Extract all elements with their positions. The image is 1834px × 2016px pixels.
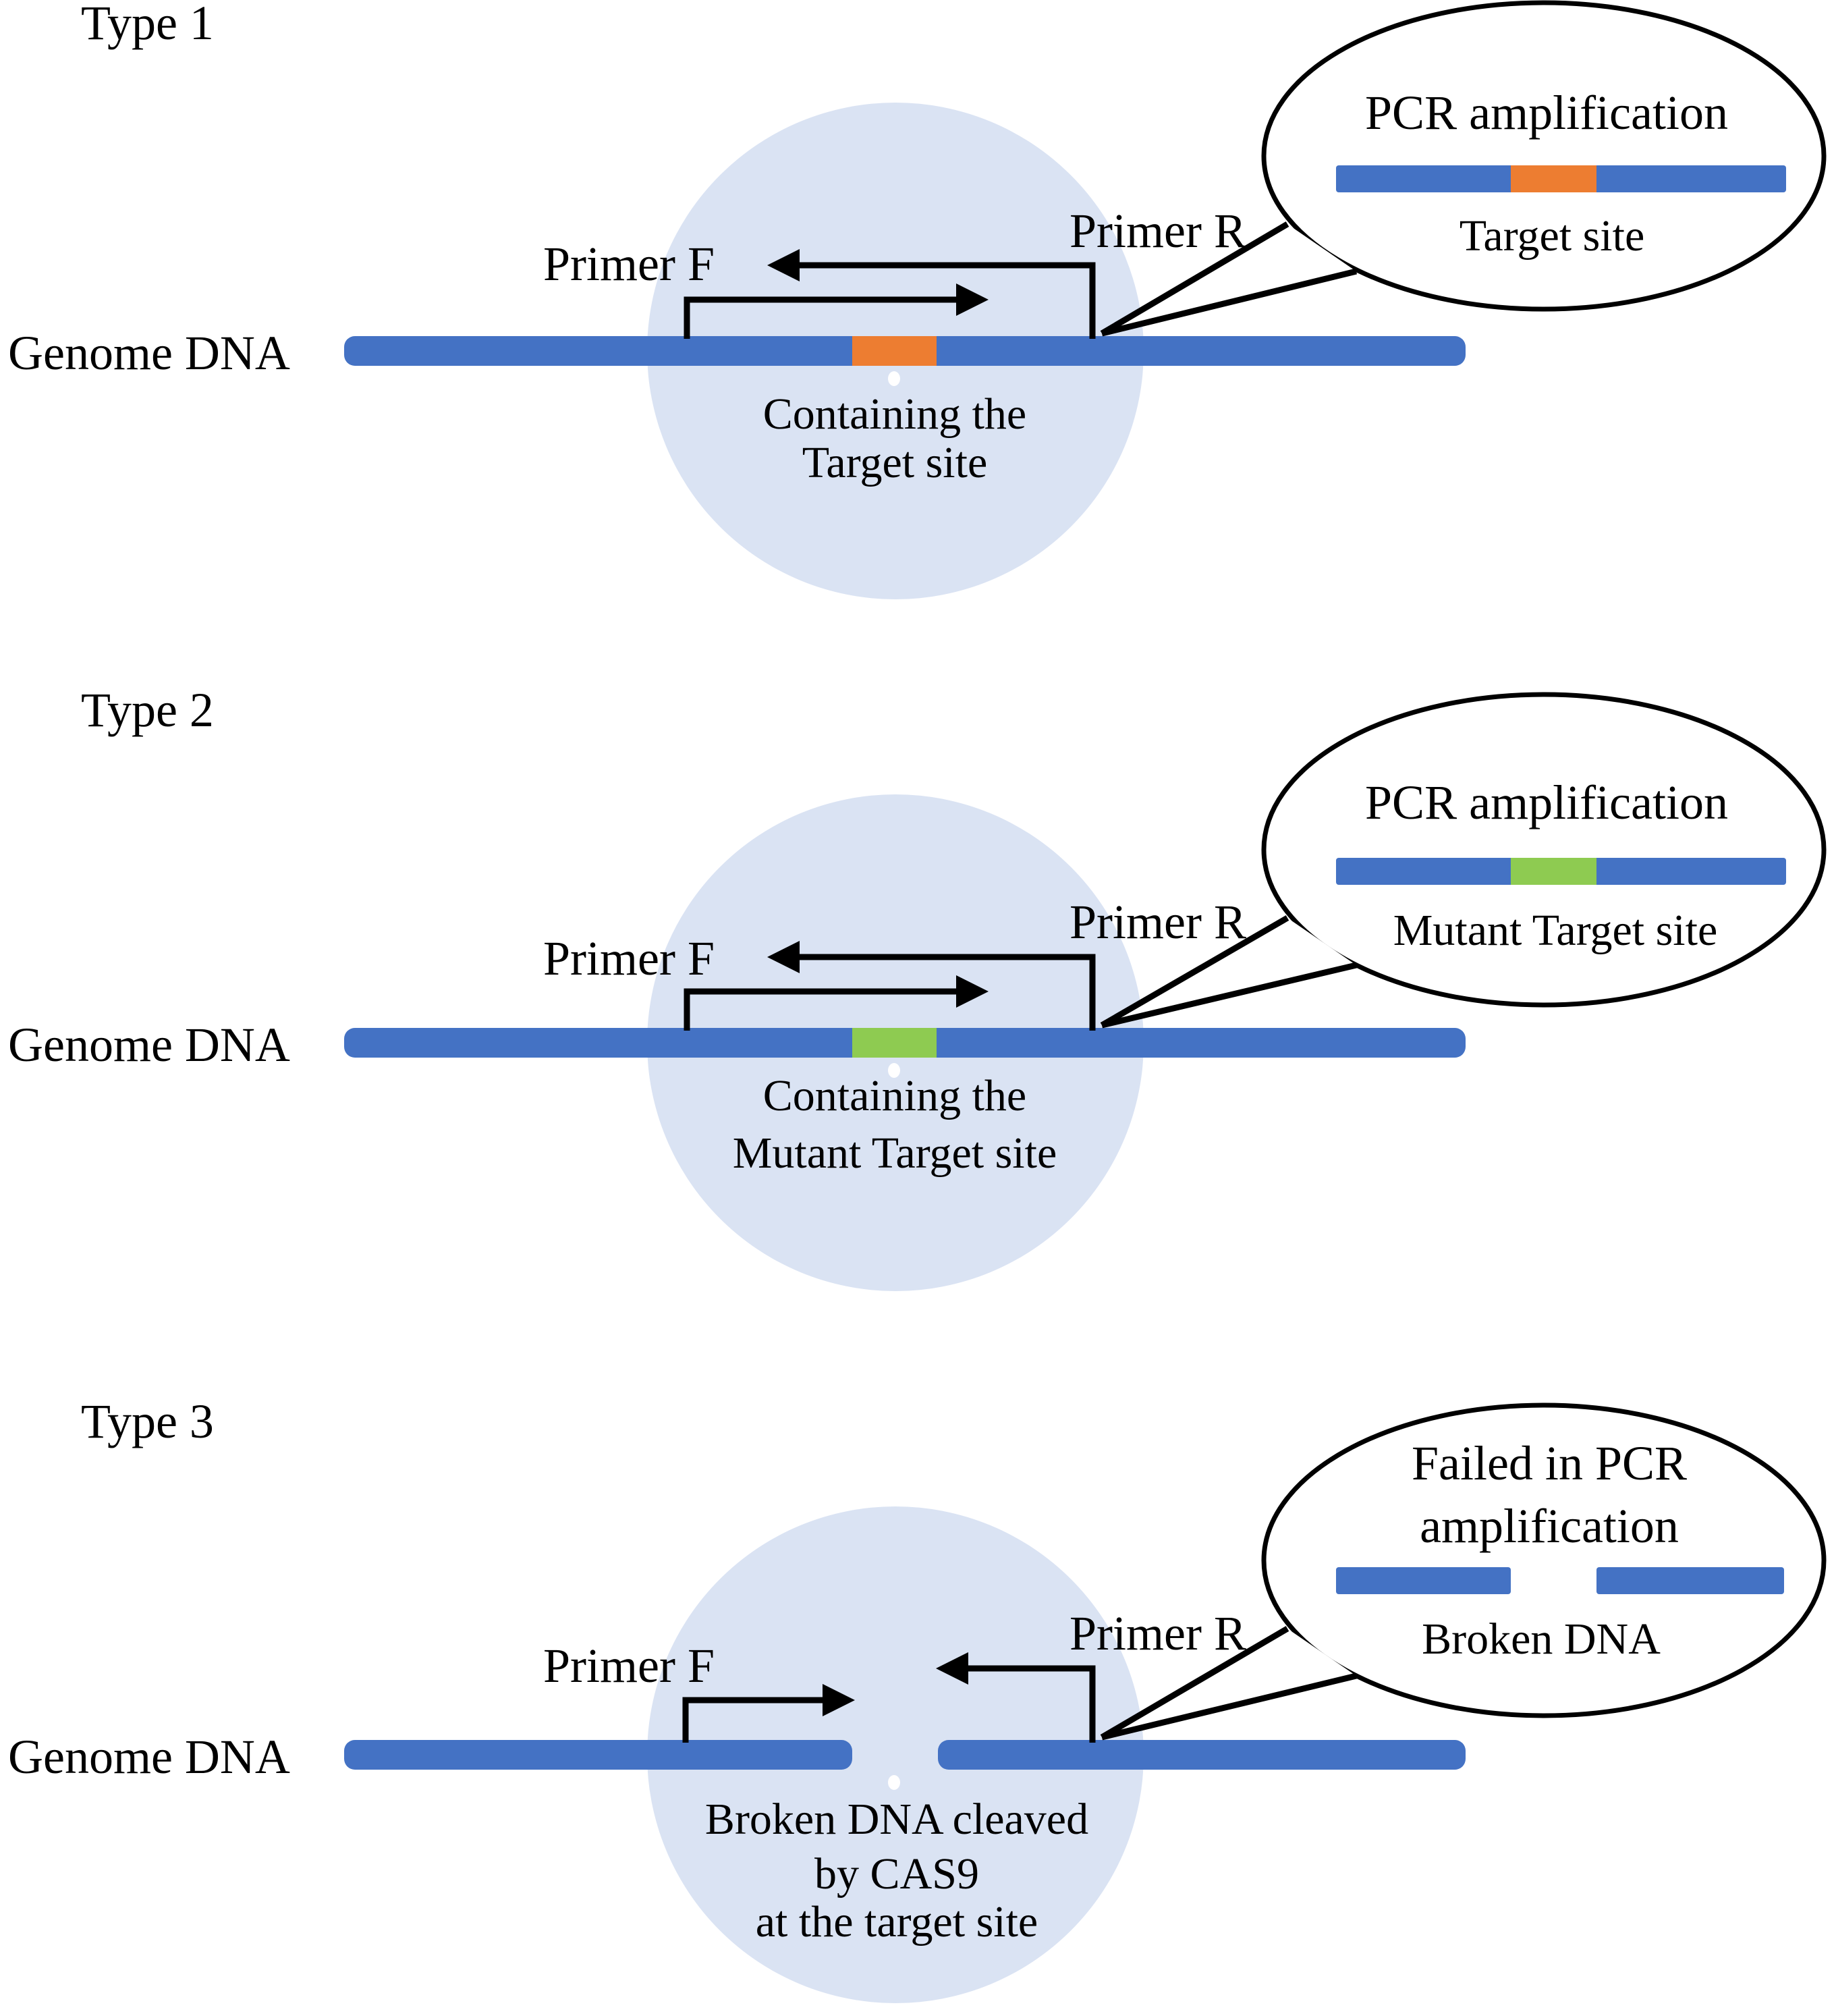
cut-point-dot [888,1775,900,1790]
panel-type-2: Type 2 Genome DNA Containing the Mutant … [8,683,1827,1291]
broken-amplicon-bar-right [1596,1567,1784,1594]
target-site-segment [852,336,937,366]
primer-f-arrow-line [684,296,956,339]
speech-bubble-tail-edge [1100,915,1289,1028]
bubble-caption: Mutant Target site [1393,906,1718,955]
circle-caption-line1: Broken DNA cleaved [705,1795,1088,1844]
speech-bubble-tail [1102,918,1356,1025]
panel-type-1: Type 1 Genome DNA Containing the Target … [8,0,1827,599]
type-label: Type 1 [81,0,214,50]
bubble-title: PCR amplification [1365,775,1728,829]
primer-f-arrow-line [684,988,956,1031]
cut-point-dot [888,371,900,386]
primer-f-label: Primer F [543,237,715,291]
primer-f-label: Primer F [543,931,715,985]
bubble-title-line1: Failed in PCR [1412,1436,1687,1490]
bubble-title-line2: amplification [1420,1499,1679,1553]
speech-bubble-tail-edge [1101,268,1358,337]
genome-dna-label: Genome DNA [8,1730,290,1784]
circle-caption-line2: Target site [802,438,988,487]
broken-amplicon-bar-left [1336,1567,1511,1594]
cut-point-dot [888,1063,900,1078]
primer-f-label: Primer F [543,1639,715,1693]
primer-r-arrowhead-icon [767,941,800,973]
speech-bubble [1261,692,1827,1008]
genome-dna-label: Genome DNA [8,1018,290,1072]
type-label: Type 2 [81,683,214,737]
primer-f-arrowhead-icon [956,975,989,1008]
amplicon-mutant-segment [1511,858,1596,885]
speech-bubble [1261,0,1827,312]
primer-r-arrowhead-icon [936,1652,968,1685]
primer-r-arrow-line [800,262,1096,339]
type-label: Type 3 [81,1394,214,1448]
speech-bubble-tail [1102,1629,1356,1737]
bubble-caption: Target site [1460,211,1645,261]
genome-dna-label: Genome DNA [8,326,290,380]
mutant-target-site-segment [852,1028,937,1058]
circle-caption-line3: at the target site [756,1897,1038,1946]
speech-bubble [1261,1402,1827,1718]
primer-r-arrowhead-icon [767,249,800,281]
primer-r-label: Primer R [1069,895,1246,949]
genome-dna-bar-left [344,1740,852,1770]
primer-r-arrow-line [800,954,1096,1031]
circle-caption-line2: Mutant Target site [733,1128,1057,1178]
speech-bubble-tail-edge [1100,221,1289,336]
circle-caption-line1: Containing the [763,1071,1026,1120]
primer-f-arrowhead-icon [823,1684,855,1716]
bubble-caption: Broken DNA [1422,1614,1661,1664]
highlight-circle [647,1506,1144,2003]
primer-f-arrowhead-icon [956,283,989,316]
speech-bubble-tail-edge [1101,962,1358,1029]
panel-type-3: Type 3 Genome DNA Broken DNA cleaved by … [8,1394,1827,2003]
circle-caption-line1: Containing the [763,389,1026,439]
primer-f-arrow-line [682,1697,823,1743]
speech-bubble-tail-edge [1100,1626,1289,1740]
amplicon-target-segment [1511,165,1596,192]
circle-caption-line2: by CAS9 [814,1849,979,1899]
primer-r-arrow-line [968,1665,1096,1743]
bubble-title: PCR amplification [1365,86,1728,140]
primer-r-label: Primer R [1069,204,1246,258]
speech-bubble-tail [1102,224,1356,333]
speech-bubble-tail-edge [1101,1672,1358,1741]
primer-r-label: Primer R [1069,1606,1246,1660]
genome-dna-bar-right [938,1740,1466,1770]
